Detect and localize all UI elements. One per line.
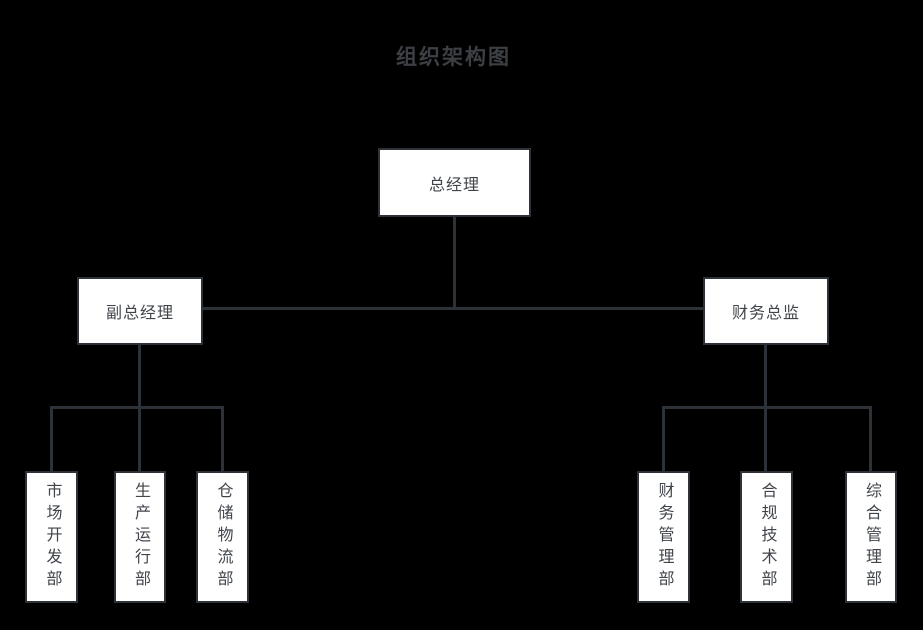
connector-deputy-drop: [138, 345, 141, 409]
node-warehouse-logistics-dept: 仓储物流部: [196, 471, 249, 603]
node-label: 综合管理部: [863, 482, 880, 592]
node-market-development-dept: 市场开发部: [25, 471, 78, 603]
node-finance-director: 财务总监: [703, 277, 829, 345]
node-label: 副总经理: [105, 305, 174, 322]
node-label: 合规技术部: [758, 482, 776, 592]
node-general-management-dept: 综合管理部: [845, 471, 897, 603]
connector-left-dept-2-drop: [138, 406, 141, 471]
connector-left-dept-3-drop: [221, 406, 224, 471]
node-deputy-general-manager: 副总经理: [77, 277, 203, 345]
node-label: 总经理: [428, 176, 480, 194]
connector-left-branch-horizontal: [50, 406, 224, 409]
connector-right-dept-2-drop: [764, 406, 767, 471]
node-label: 仓储物流部: [214, 482, 232, 592]
connector-right-branch-horizontal: [662, 406, 872, 409]
connector-level2-horizontal: [203, 307, 703, 310]
connector-right-dept-1-drop: [662, 406, 665, 471]
node-label: 生产运行部: [132, 482, 149, 592]
connector-right-dept-3-drop: [869, 406, 872, 471]
node-compliance-technology-dept: 合规技术部: [740, 471, 793, 603]
connector-left-dept-1-drop: [50, 406, 53, 471]
connector-cfo-drop: [764, 345, 767, 409]
connector-root-drop: [453, 217, 456, 310]
node-label: 市场开发部: [43, 482, 61, 592]
node-production-operations-dept: 生产运行部: [114, 471, 166, 603]
chart-title: 组织架构图: [396, 46, 511, 69]
node-finance-management-dept: 财务管理部: [637, 471, 690, 603]
node-label: 财务总监: [731, 305, 800, 322]
node-label: 财务管理部: [655, 482, 673, 592]
node-general-manager: 总经理: [378, 148, 531, 217]
